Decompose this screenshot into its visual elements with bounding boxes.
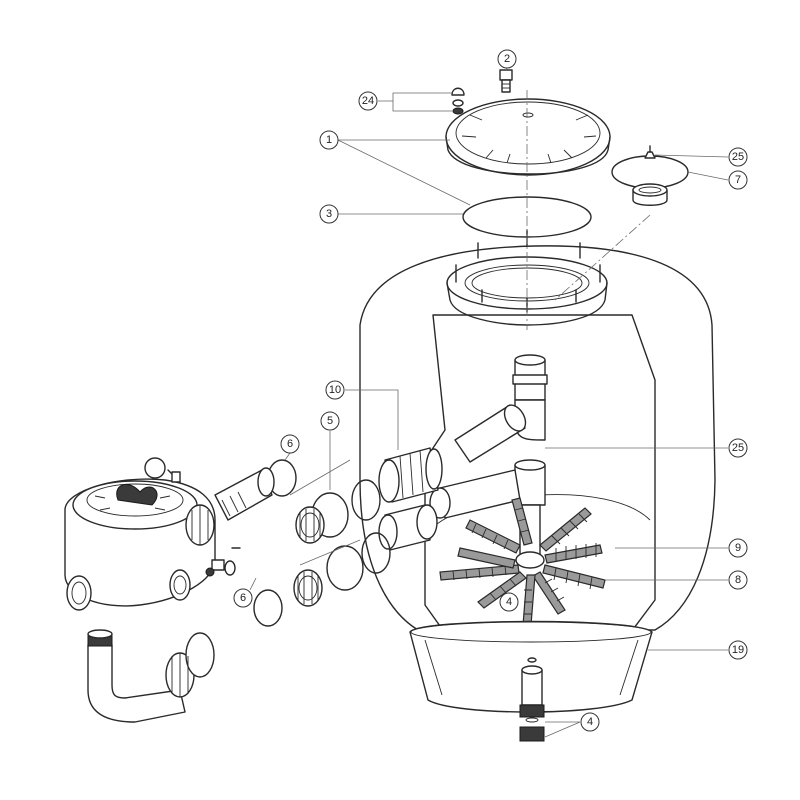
- callout-24: 24: [358, 91, 378, 111]
- callout-25-top: 25: [728, 147, 748, 167]
- multiport-valve: [64, 457, 241, 611]
- callout-label: 19: [732, 644, 744, 656]
- callout-label: 6: [287, 438, 293, 450]
- callout-8: 8: [728, 570, 748, 590]
- callout-19: 19: [728, 640, 748, 660]
- callout-label: 10: [329, 384, 341, 396]
- callout-label: 2: [504, 53, 510, 65]
- callout-label: 25: [732, 151, 744, 163]
- lid-nut-set: [451, 87, 465, 115]
- tank-lid: [445, 98, 611, 176]
- callout-6-upper: 6: [280, 434, 300, 454]
- callout-7: 7: [728, 170, 748, 190]
- callout-label: 7: [735, 174, 741, 186]
- union-connectors: [289, 459, 391, 607]
- callout-label: 5: [327, 415, 333, 427]
- callout-label: 6: [240, 592, 246, 604]
- callout-leaders: [249, 59, 729, 738]
- callout-6-lower: 6: [233, 588, 253, 608]
- internal-pipework: [429, 354, 548, 569]
- callout-25-mid: 25: [728, 438, 748, 458]
- bleed-valve: [499, 69, 513, 93]
- callout-10: 10: [325, 380, 345, 400]
- tank-port-fittings: [378, 447, 443, 551]
- callout-4-drain: 4: [580, 712, 600, 732]
- callout-9: 9: [728, 538, 748, 558]
- drain-assembly: [519, 657, 545, 742]
- callout-4-inner: 4: [499, 592, 519, 612]
- callout-label: 4: [506, 596, 512, 608]
- upper-tail-fitting: [214, 459, 297, 627]
- diffuser: [611, 145, 689, 206]
- callout-label: 24: [362, 95, 374, 107]
- callout-label: 25: [732, 442, 744, 454]
- laterals: [439, 497, 606, 626]
- callout-label: 1: [326, 134, 332, 146]
- callout-5: 5: [320, 411, 340, 431]
- callout-label: 4: [587, 716, 593, 728]
- lower-elbow-pipe: [87, 629, 215, 723]
- callout-label: 3: [326, 208, 332, 220]
- callout-label: 8: [735, 574, 741, 586]
- callout-1: 1: [319, 130, 339, 150]
- callout-2: 2: [497, 49, 517, 69]
- callout-label: 9: [735, 542, 741, 554]
- callout-3: 3: [319, 204, 339, 224]
